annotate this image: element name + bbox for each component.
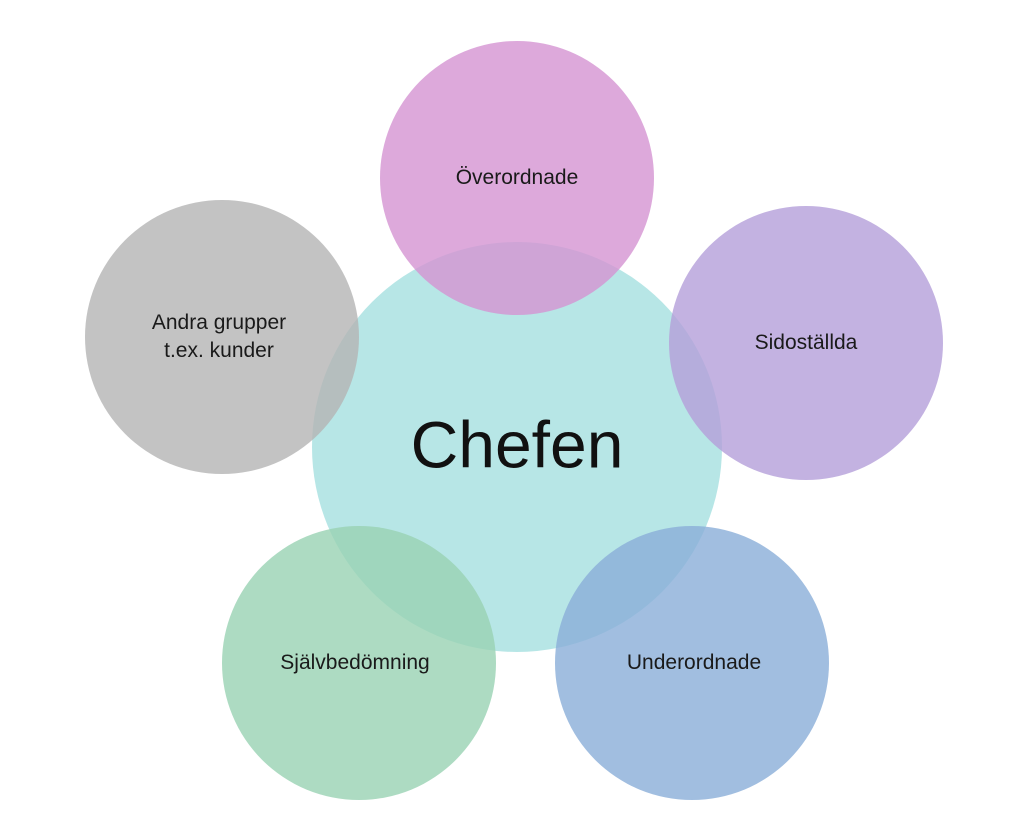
circle-sidostallda: [669, 206, 943, 480]
label-sidostallda: Sidoställda: [755, 331, 858, 354]
label-andra-grupper: Andra grupper t.ex. kunder: [152, 311, 286, 362]
label-line: Sidoställda: [755, 331, 858, 354]
circle-overordnade: [380, 41, 654, 315]
circle-underordnade: [555, 526, 829, 800]
circle-sjalvbedomning: [222, 526, 496, 800]
label-line: Överordnade: [456, 166, 579, 189]
label-line: t.ex. kunder: [164, 339, 274, 362]
label-line: Andra grupper: [152, 311, 286, 334]
center-label: Chefen: [411, 407, 624, 481]
label-underordnade: Underordnade: [627, 651, 761, 674]
node-overordnade: Överordnade: [380, 41, 654, 315]
node-andra-grupper: Andra grupper t.ex. kunder: [85, 200, 359, 474]
label-overordnade: Överordnade: [456, 166, 579, 189]
node-sjalvbedomning: Självbedömning: [222, 526, 496, 800]
node-underordnade: Underordnade: [555, 526, 829, 800]
label-line: Självbedömning: [280, 651, 429, 674]
label-line: Underordnade: [627, 651, 761, 674]
circle-andra-grupper: [85, 200, 359, 474]
node-sidostallda: Sidoställda: [669, 206, 943, 480]
label-sjalvbedomning: Självbedömning: [280, 651, 429, 674]
